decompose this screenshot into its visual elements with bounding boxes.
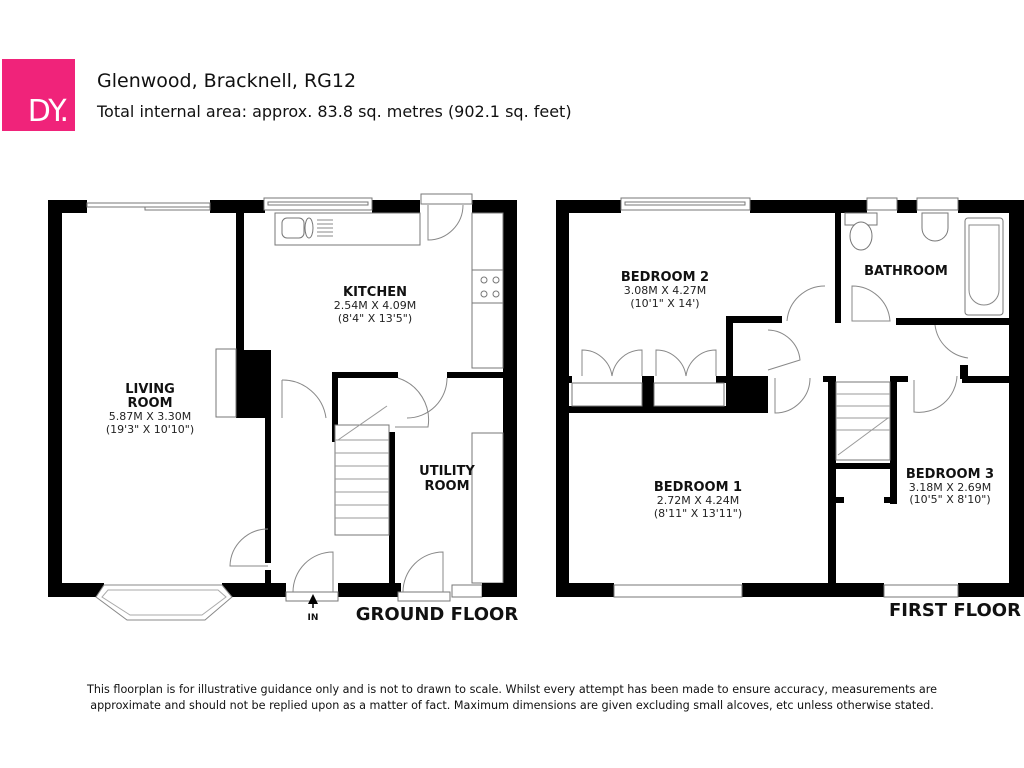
bedroom-3-metric: 3.18M X 2.69M xyxy=(909,481,992,494)
living-room-label-2: ROOM xyxy=(127,396,172,411)
bedroom-2-metric: 3.08M X 4.27M xyxy=(624,284,707,297)
bedroom-3-imperial: (10'5" X 8'10") xyxy=(909,493,990,506)
first-floor-label: FIRST FLOOR xyxy=(889,600,1021,621)
utility-room-label-2: ROOM xyxy=(424,479,469,494)
utility-room-label: UTILITY xyxy=(419,464,475,479)
disclaimer-line-2: approximate and should not be replied up… xyxy=(90,699,934,712)
kitchen-metric: 2.54M X 4.09M xyxy=(334,299,417,312)
bedroom-2-label: BEDROOM 2 xyxy=(621,270,709,285)
kitchen-imperial: (8'4" X 13'5") xyxy=(338,312,412,325)
living-room-metric: 5.87M X 3.30M xyxy=(109,410,192,423)
total-area: Total internal area: approx. 83.8 sq. me… xyxy=(97,102,572,121)
bedroom-1-imperial: (8'11" X 13'11") xyxy=(654,507,742,520)
living-room-imperial: (19'3" X 10'10") xyxy=(106,423,194,436)
kitchen-label: KITCHEN xyxy=(343,285,407,300)
first-floor-plan: BEDROOM 2 3.08M X 4.27M (10'1" X 14') BA… xyxy=(556,197,1024,621)
bathroom-label: BATHROOM xyxy=(864,264,948,279)
logo-text: DY. xyxy=(27,94,69,129)
bedroom-1-metric: 2.72M X 4.24M xyxy=(657,494,740,507)
disclaimer: This floorplan is for illustrative guida… xyxy=(0,682,1024,714)
bedroom-1-label: BEDROOM 1 xyxy=(654,480,742,495)
ground-floor-label: GROUND FLOOR xyxy=(356,604,519,625)
agency-logo: DY. xyxy=(2,59,75,131)
ground-floor-plan: LIVING ROOM 5.87M X 3.30M (19'3" X 10'10… xyxy=(48,193,519,625)
bedroom-2-imperial: (10'1" X 14') xyxy=(630,297,699,310)
disclaimer-line-1: This floorplan is for illustrative guida… xyxy=(86,683,938,696)
property-title: Glenwood, Bracknell, RG12 xyxy=(97,70,357,92)
bedroom-3-label: BEDROOM 3 xyxy=(906,467,994,482)
living-room-label: LIVING xyxy=(125,382,175,397)
entrance-label: IN xyxy=(308,613,319,623)
